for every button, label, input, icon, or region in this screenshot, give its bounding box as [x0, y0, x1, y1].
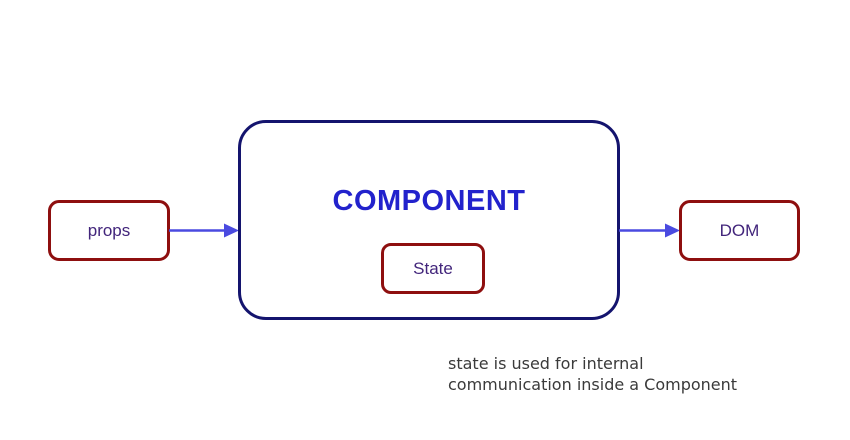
state-box-label: State [413, 258, 453, 278]
component-title: COMPONENT [332, 185, 526, 217]
arrow-props-to-component-icon [169, 223, 239, 238]
caption-line-1: state is used for internal [448, 354, 644, 373]
caption: state is used for internal communication… [448, 353, 737, 395]
state-box: State [381, 243, 485, 294]
props-box-label: props [87, 220, 131, 240]
props-box: props [48, 200, 170, 261]
component-box: COMPONENT State [238, 120, 620, 320]
dom-box-label: DOM [719, 220, 760, 240]
caption-line-2: communication inside a Component [448, 375, 738, 394]
arrow-component-to-dom-icon [619, 223, 680, 238]
dom-box: DOM [679, 200, 800, 261]
